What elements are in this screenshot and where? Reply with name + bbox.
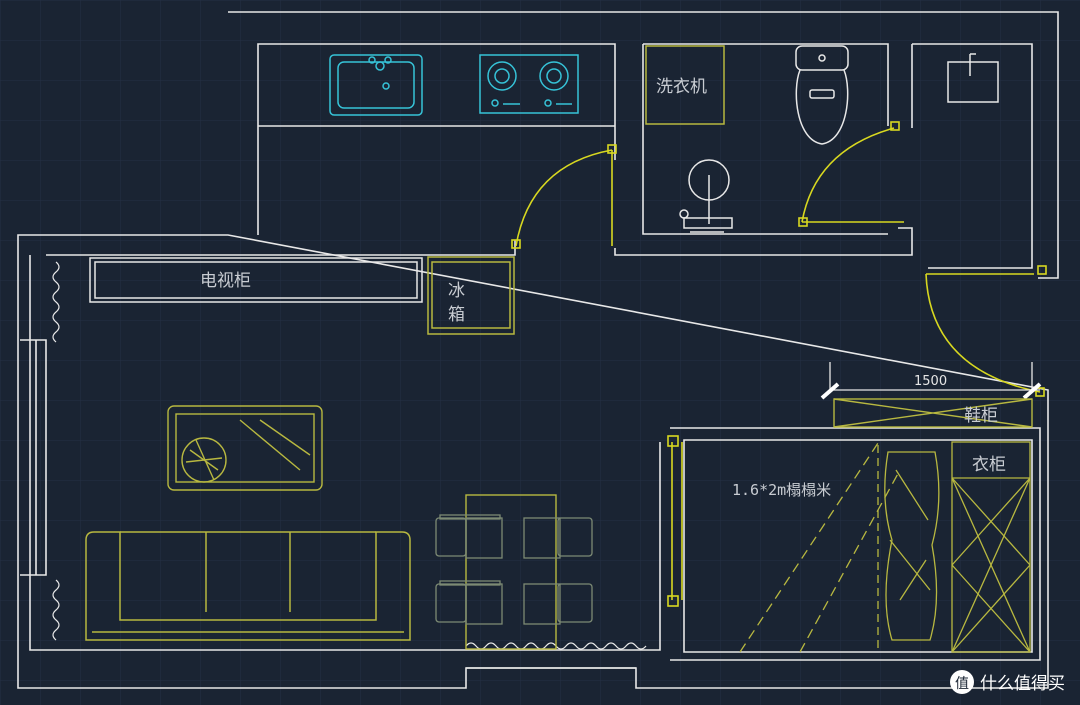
walls	[17, 11, 1059, 689]
wardrobe-label: 衣柜	[972, 455, 1006, 475]
dimension-line	[829, 362, 1040, 392]
shoe-cabinet	[833, 398, 1033, 428]
watermark-logo-icon	[950, 670, 974, 694]
fridge-box	[427, 256, 515, 335]
washer-box	[645, 45, 725, 125]
fridge-label-2: 箱	[448, 305, 465, 325]
washer-label: 洗衣机	[656, 77, 707, 97]
watermark-text: 什么值得买	[980, 674, 1065, 694]
doors	[511, 121, 1047, 607]
bed-label: 1.6*2m榻榻米	[732, 481, 831, 499]
dimension-ticks	[820, 382, 1042, 400]
tv-cabinet-label: 电视柜	[200, 271, 251, 291]
gas-stove-icon	[479, 54, 579, 114]
fridge-label-1: 冰	[448, 281, 465, 301]
watermark: 值 什么值得买	[950, 670, 1065, 694]
dimension-label: 1500	[914, 374, 947, 389]
kitchen-sink-icon	[329, 54, 423, 116]
tatami-bed	[739, 439, 940, 653]
wardrobe	[951, 441, 1031, 653]
tv-cabinet	[89, 257, 423, 303]
dining-table	[465, 494, 557, 650]
watermark-logo-glyph: 值	[955, 676, 969, 692]
dining-chairs	[435, 514, 593, 625]
toilet-icon	[795, 45, 849, 145]
shoe-cabinet-label: 鞋柜	[964, 406, 998, 426]
wash-basin-icon	[947, 53, 999, 103]
shower-icon	[679, 159, 733, 233]
coffee-table	[167, 405, 323, 491]
sofa	[85, 531, 411, 641]
